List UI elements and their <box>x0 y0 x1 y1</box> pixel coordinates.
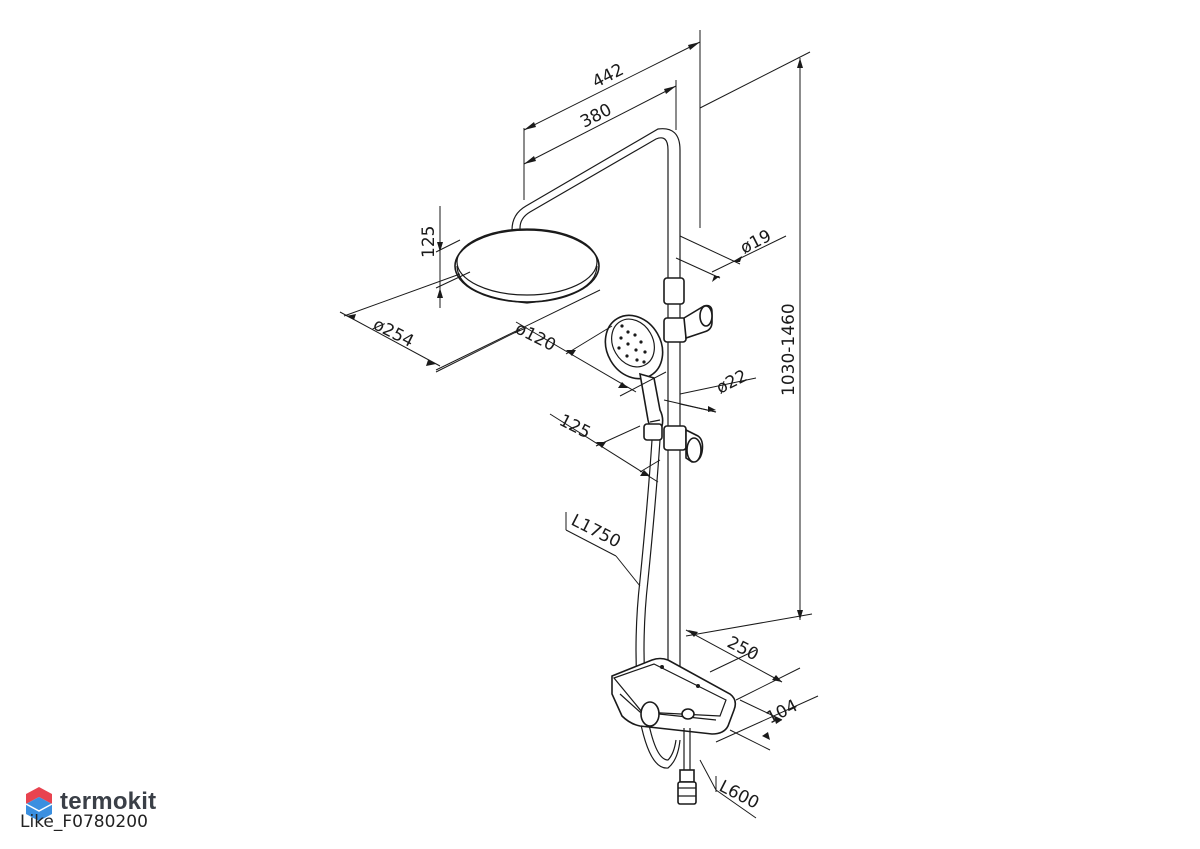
hose-holder <box>643 423 704 463</box>
dimension-diameter-19 <box>675 235 787 282</box>
dimension-125-top <box>435 206 471 308</box>
dim-1030-1460-label: 1030-1460 <box>779 303 799 396</box>
brand-watermark: termokit <box>60 788 157 815</box>
dimension-125-side <box>549 413 661 483</box>
dimension-380 <box>523 80 677 165</box>
hand-shower <box>604 314 664 430</box>
hose-length-label: L1750 <box>568 511 624 553</box>
dimension-1030-1460 <box>685 51 813 637</box>
rain-shower-head <box>454 228 600 304</box>
dim-380-label: 380 <box>577 100 615 133</box>
dimension-hose-length <box>565 512 641 587</box>
inlet-length-label: L600 <box>716 777 762 814</box>
slide-holder <box>663 277 713 343</box>
termokit-logo-icon <box>25 787 53 821</box>
dim-125-top-label: 125 <box>419 226 439 258</box>
dim-120-label: ø120 <box>512 319 559 356</box>
dim-254-label: ø254 <box>370 315 417 352</box>
dimension-diameter-120 <box>515 321 667 397</box>
dimension-442 <box>523 30 701 228</box>
dimension-104 <box>715 695 819 751</box>
riser-pipe <box>667 150 681 700</box>
dimension-diameter-254 <box>339 273 601 373</box>
dim-19-label: ø19 <box>737 226 775 258</box>
dim-104-label: 104 <box>763 696 801 729</box>
product-code: Like_F0780200 <box>20 812 148 832</box>
thermostat-shelf <box>611 657 737 735</box>
inlet-connector <box>677 728 697 805</box>
dimension-250 <box>685 629 801 701</box>
overhead-arm <box>511 128 681 240</box>
dimension-diameter-22 <box>663 377 757 413</box>
dimension-inlet-length <box>699 759 757 819</box>
dim-22-label: ø22 <box>713 366 751 398</box>
